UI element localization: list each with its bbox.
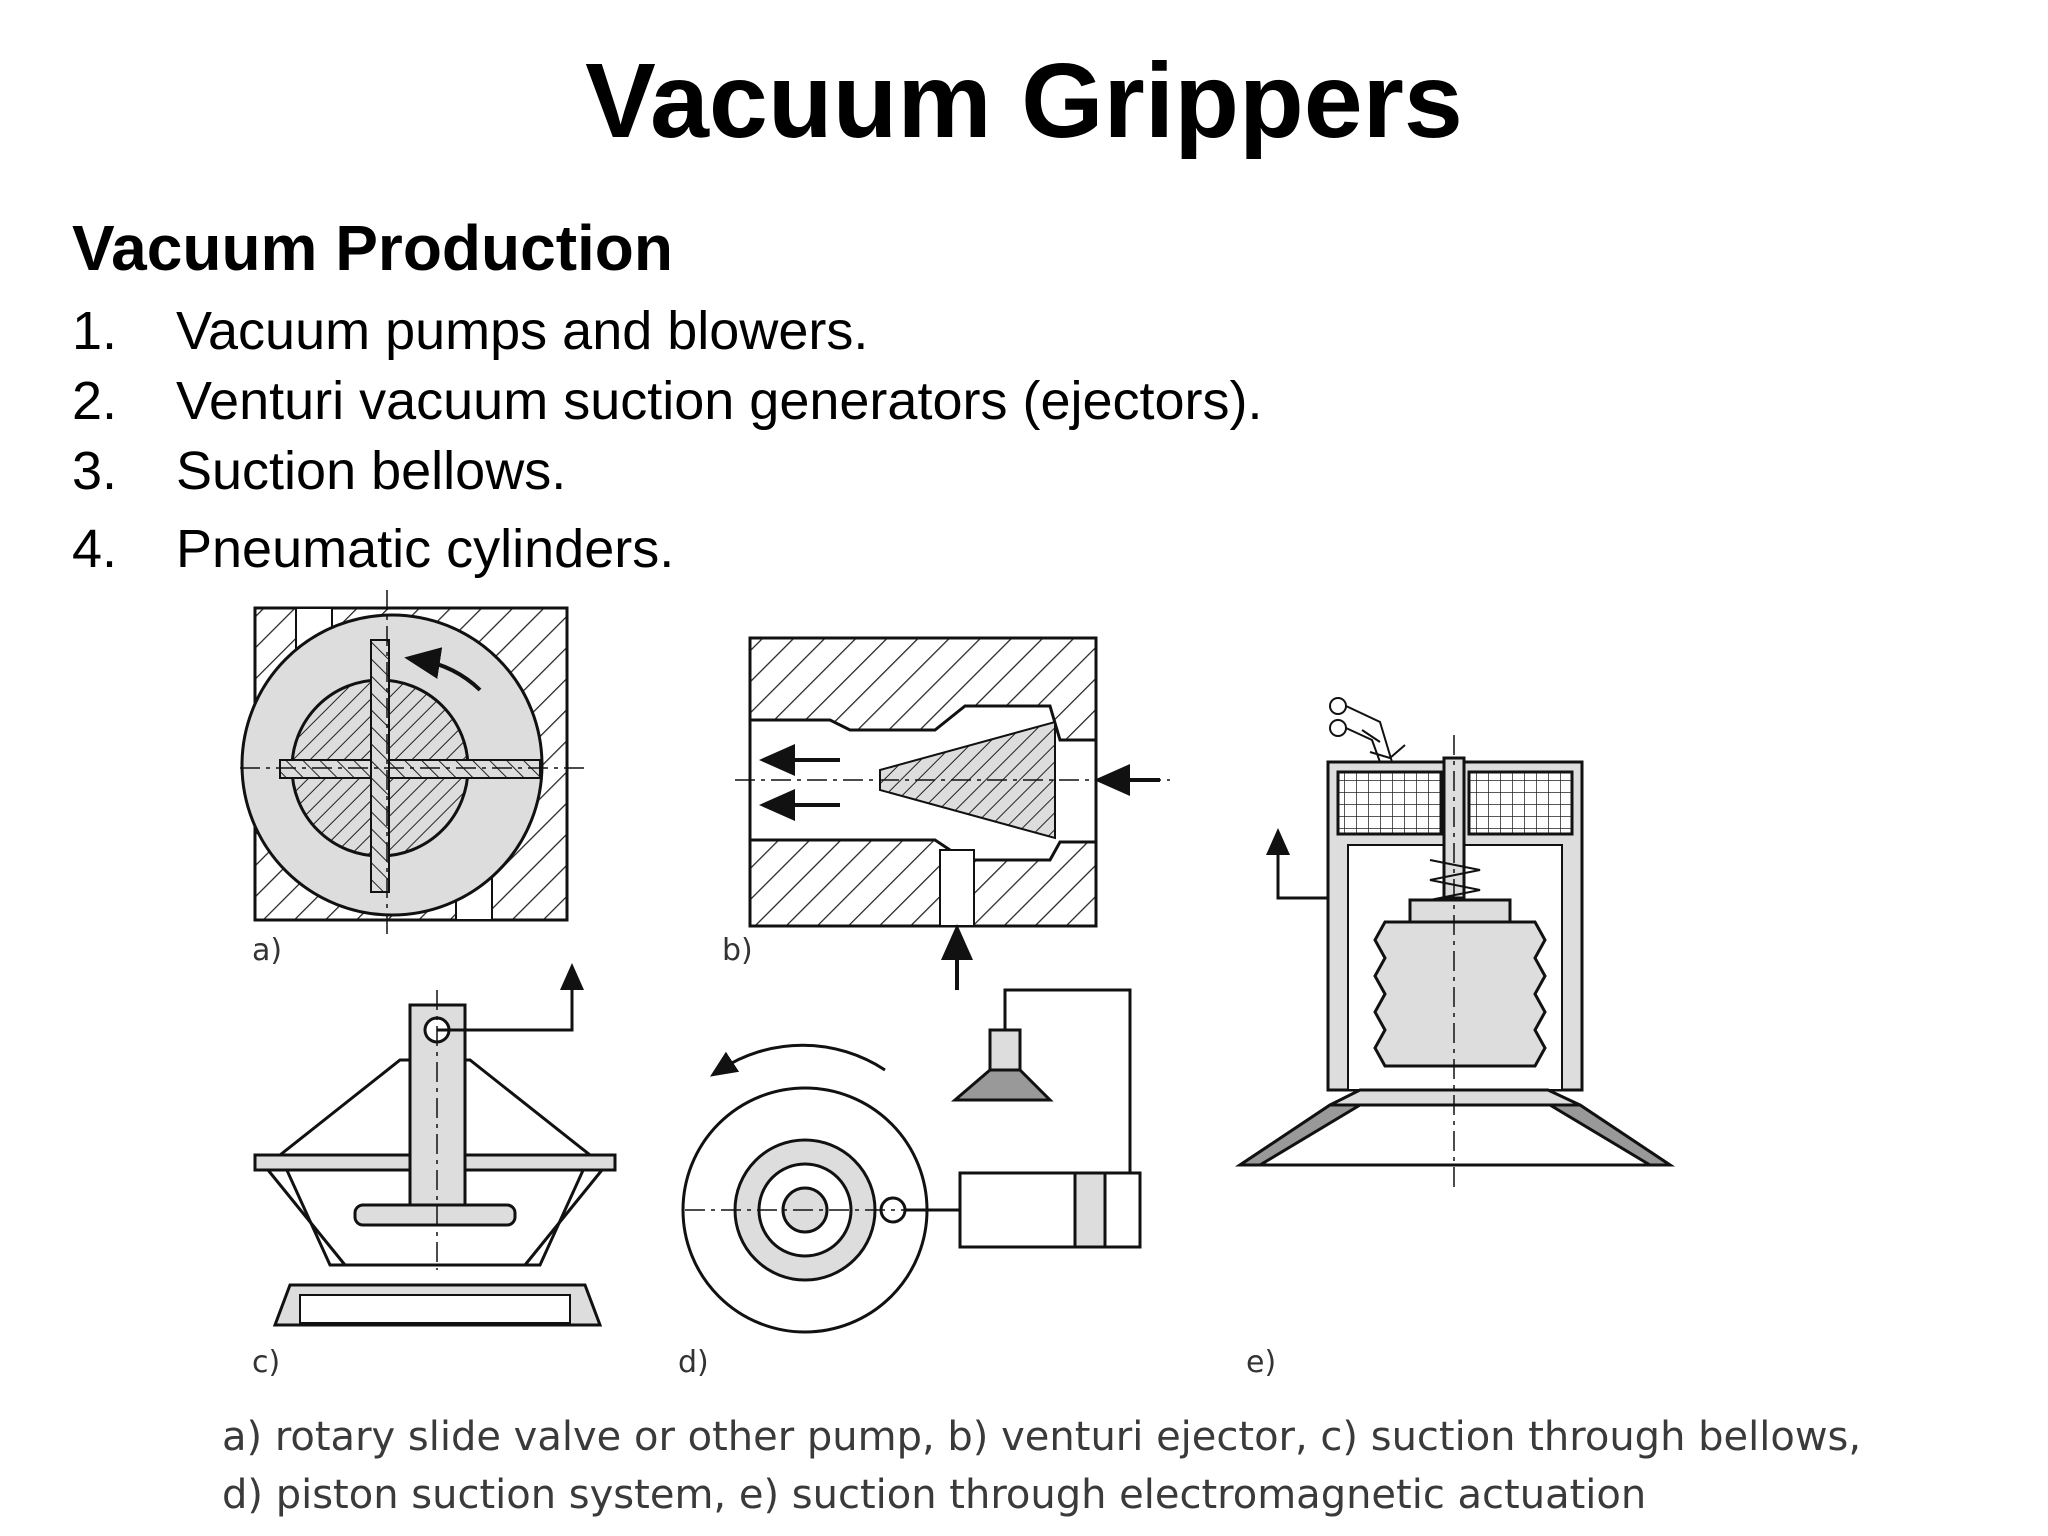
list-item: 1. Vacuum pumps and blowers. — [72, 296, 1263, 366]
panel-label-a: a) — [252, 933, 282, 968]
section-heading: Vacuum Production — [72, 212, 673, 284]
list-number: 2. — [72, 371, 118, 431]
list-number: 1. — [72, 301, 118, 361]
vacuum-production-list: 1. Vacuum pumps and blowers. 2. Venturi va… — [72, 296, 1263, 584]
electromagnetic-actuation-diagram — [1235, 697, 1675, 1190]
list-text: Vacuum pumps and blowers. — [176, 301, 869, 361]
caption-line: a) rotary slide valve or other pump, b) … — [222, 1414, 1862, 1460]
figure-caption: a) rotary slide valve or other pump, b) … — [222, 1408, 1861, 1524]
list-item: 4. Pneumatic cylinders. — [72, 514, 1263, 584]
slide-title: Vacuum Grippers — [585, 42, 1463, 160]
list-text: Venturi vacuum suction generators (eject… — [176, 371, 1263, 431]
panel-label-d: d) — [678, 1345, 709, 1380]
piston-suction-system-diagram — [681, 988, 1142, 1334]
rotary-slide-valve-diagram — [240, 590, 585, 935]
list-item: 2. Venturi vacuum suction generators (eje… — [72, 366, 1263, 436]
list-text: Suction bellows. — [176, 441, 567, 501]
caption-line: d) piston suction system, e) suction thr… — [222, 1472, 1647, 1518]
list-text: Pneumatic cylinders. — [176, 519, 675, 579]
panel-label-e: e) — [1246, 1345, 1276, 1380]
panel-label-c: c) — [252, 1345, 280, 1380]
suction-bellows-diagram — [253, 963, 617, 1327]
list-number: 3. — [72, 441, 118, 501]
list-item: 3. Suction bellows. — [72, 436, 1263, 506]
panel-label-b: b) — [722, 933, 753, 968]
venturi-ejector-diagram — [735, 636, 1170, 990]
list-number: 4. — [72, 519, 118, 579]
